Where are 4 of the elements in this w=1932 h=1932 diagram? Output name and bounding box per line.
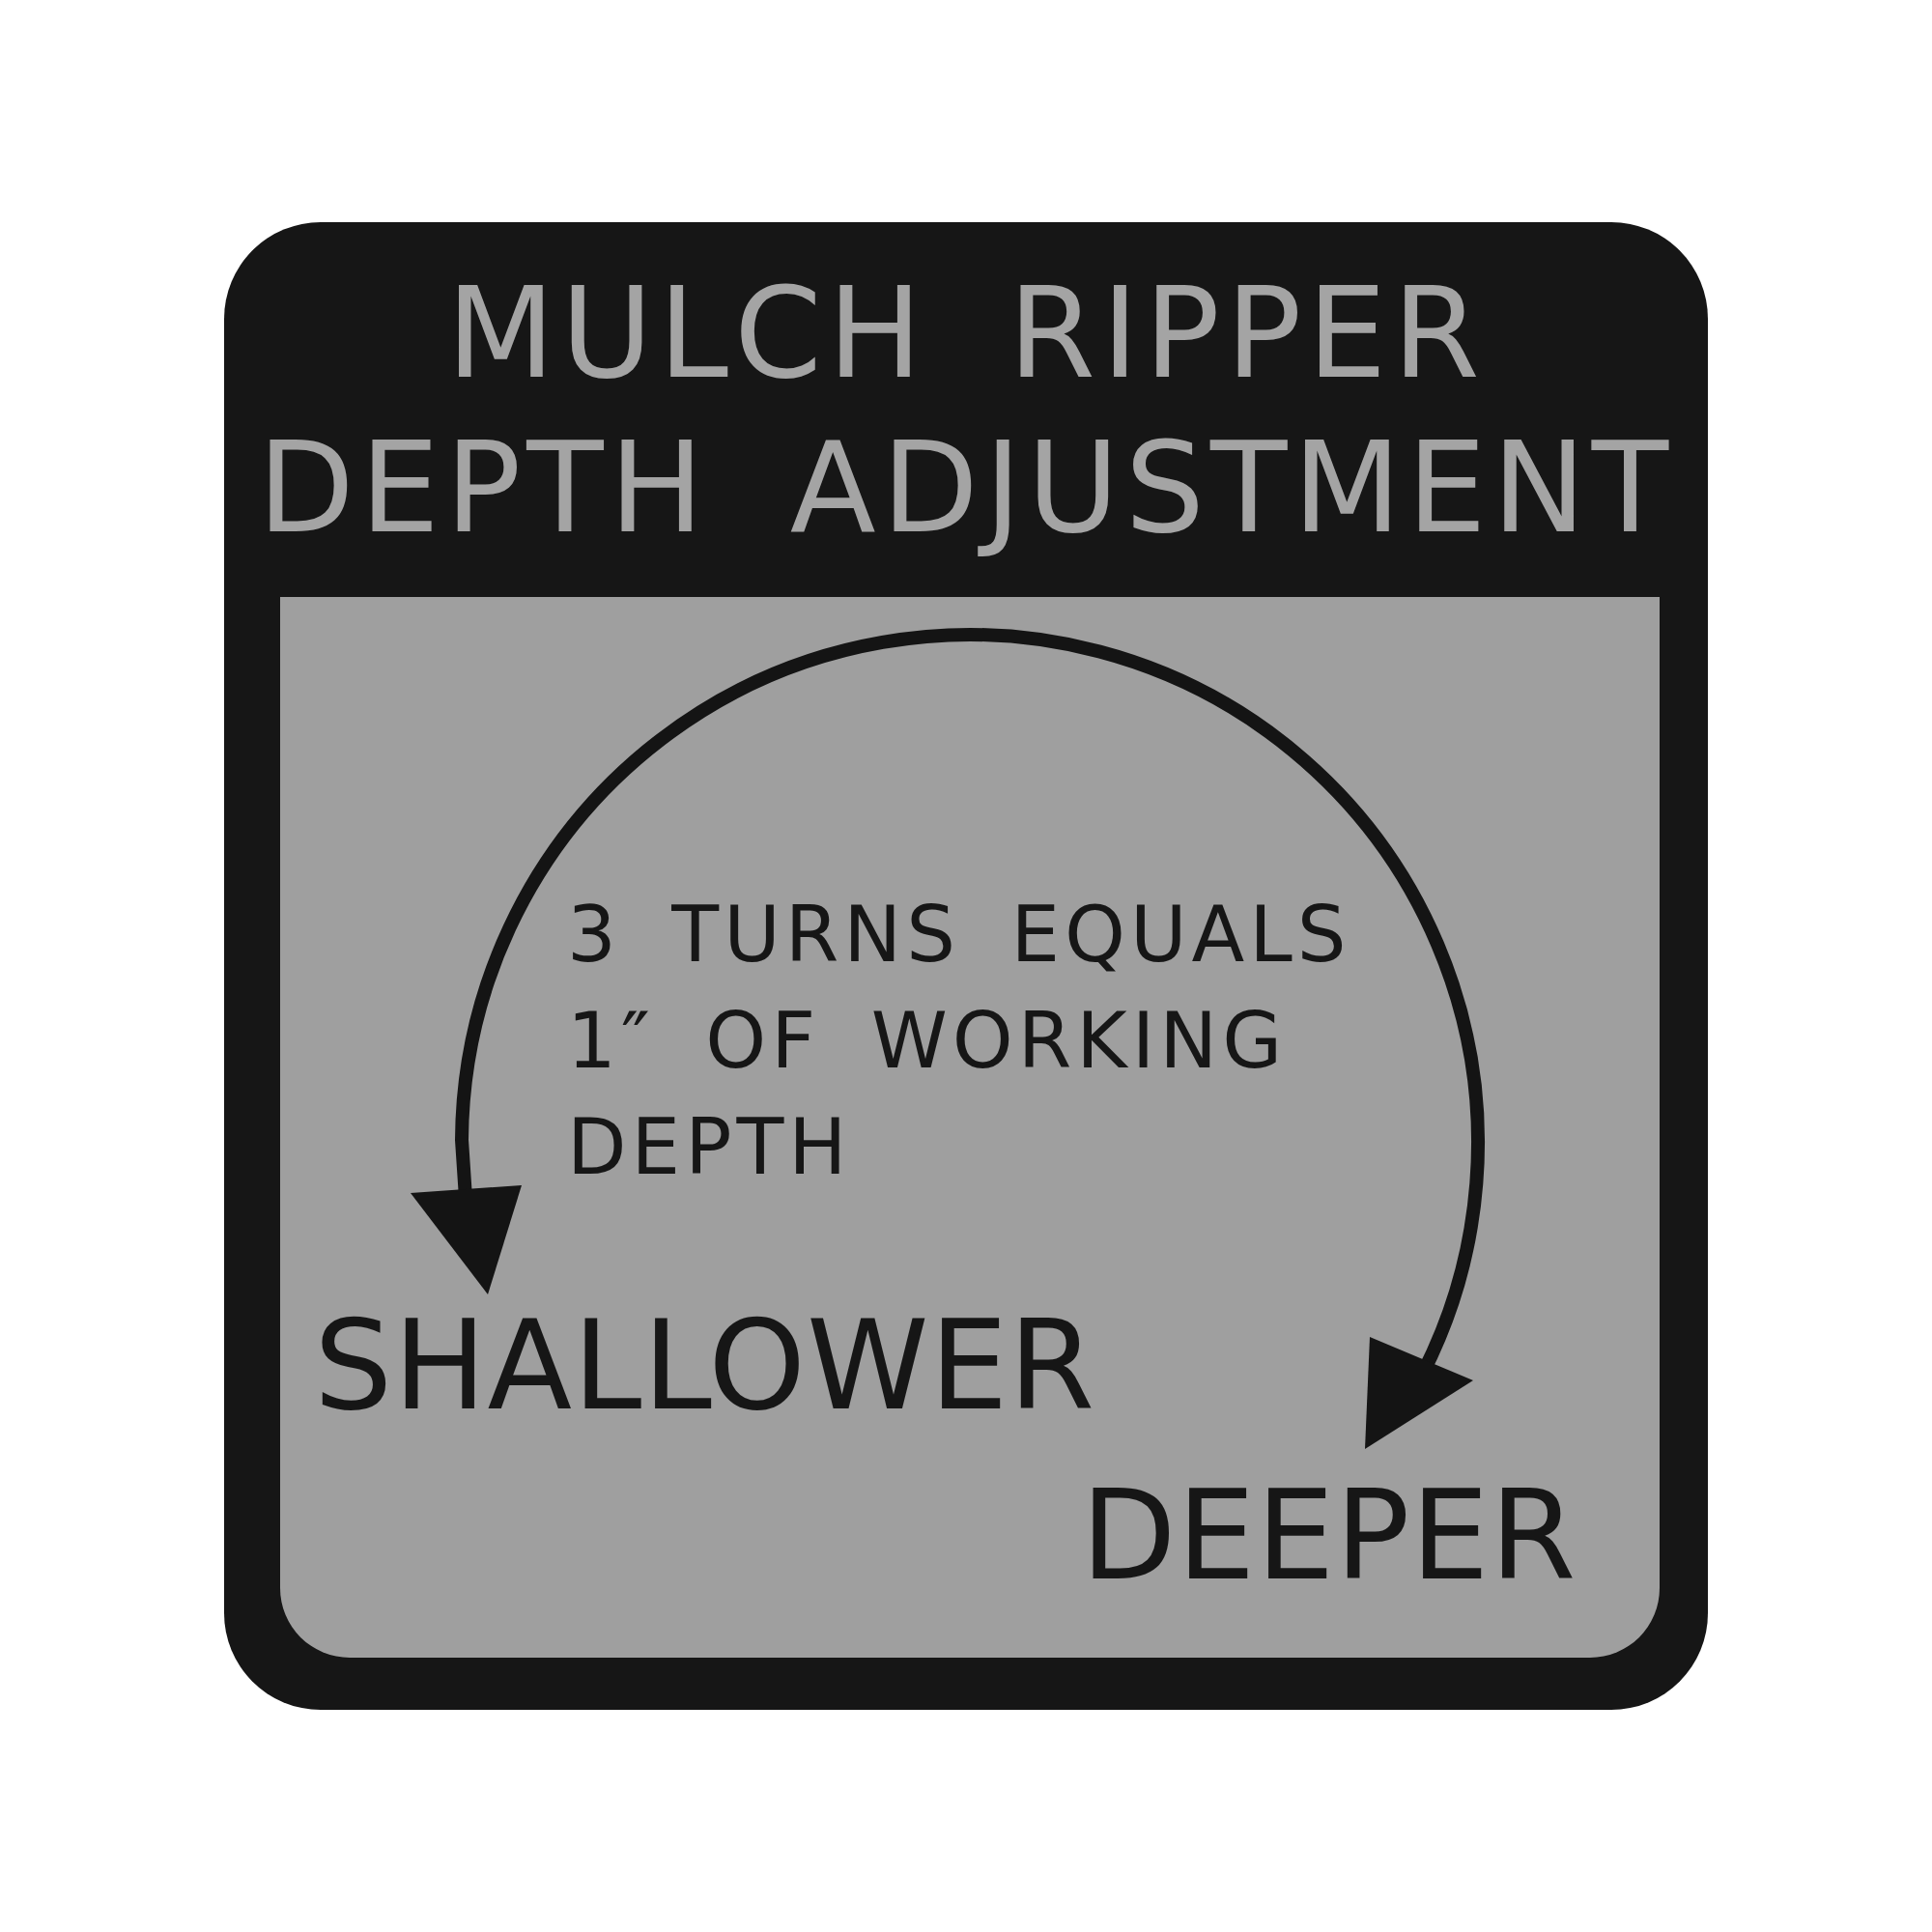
instruction-text: 3 TURNS EQUALS 1″ OF WORKING DEPTH: [567, 889, 1352, 1194]
sign-title: MULCH RIPPER DEPTH ADJUSTMENT: [256, 259, 1676, 563]
direction-label: DEEPER: [1081, 1474, 1577, 1598]
direction-label: SHALLOWER: [314, 1304, 1096, 1428]
